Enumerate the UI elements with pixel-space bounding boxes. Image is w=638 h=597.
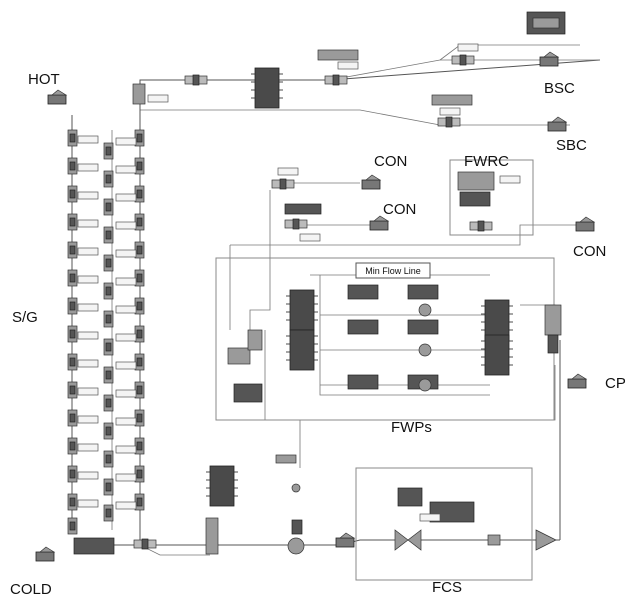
label-cp: CP (605, 375, 626, 392)
label-fwps: FWPs (391, 419, 432, 436)
label-con-1: CON (374, 153, 407, 170)
label-bsc: BSC (544, 80, 575, 97)
steam-generator-columns (68, 84, 168, 534)
boundary-hot-symbol (48, 90, 66, 104)
bottom-components (74, 455, 304, 554)
min-flow-line-label: Min Flow Line (365, 266, 421, 276)
label-fwrc: FWRC (464, 153, 509, 170)
sg-left-column (68, 130, 77, 534)
label-fcs: FCS (432, 579, 462, 596)
boundary-con-1-symbol (362, 175, 380, 189)
pipe-network (72, 45, 600, 555)
label-hot: HOT (28, 71, 60, 88)
label-cold: COLD (10, 581, 52, 597)
label-sbc: SBC (556, 137, 587, 154)
boundary-con-2-symbol (370, 216, 388, 230)
boundary-cp-symbol (568, 374, 586, 388)
boundary-fcs-symbol (336, 533, 354, 547)
min-flow-line-box[interactable]: Min Flow Line (356, 263, 430, 278)
boundary-bsc-symbol (540, 52, 558, 66)
fcs-frame (356, 468, 532, 580)
boundary-sbc-symbol (548, 117, 566, 131)
label-sg: S/G (12, 309, 38, 326)
boundary-cold-symbol (36, 547, 54, 561)
boundary-con-3-symbol (576, 217, 594, 231)
label-con-3: CON (573, 243, 606, 260)
label-con-2: CON (383, 201, 416, 218)
fwps-components (228, 285, 561, 402)
